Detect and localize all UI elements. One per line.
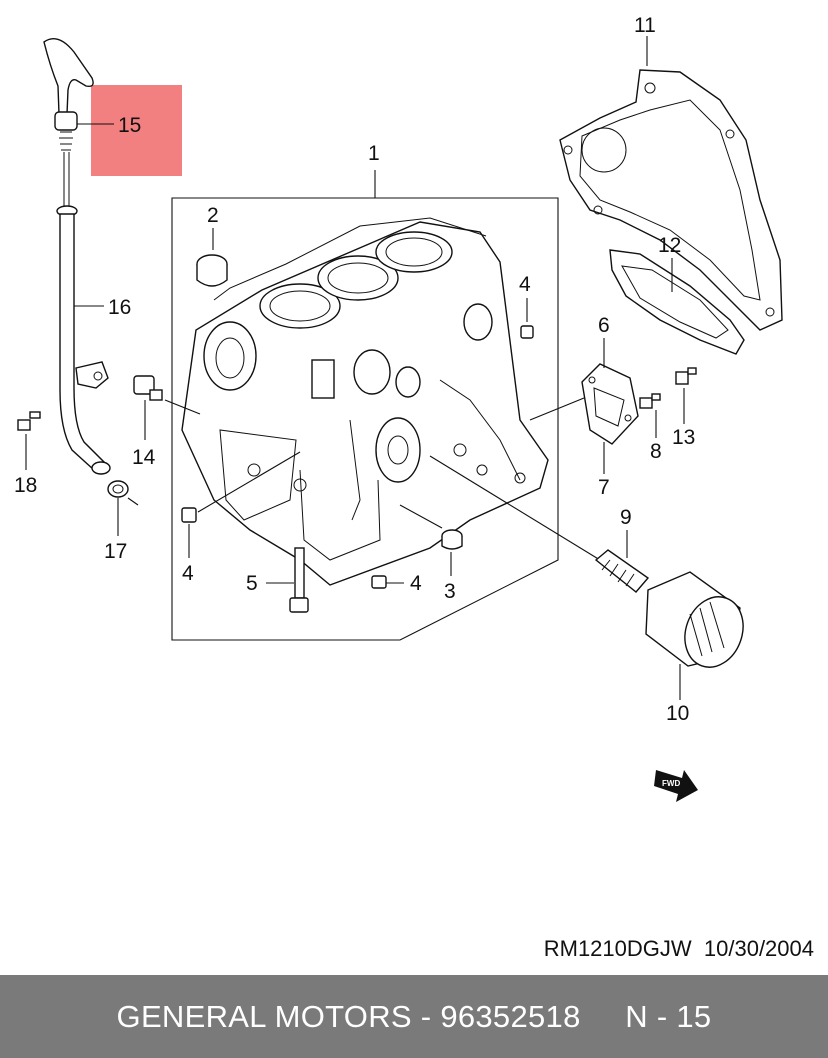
engine-block [181, 217, 549, 586]
gasket-11 [559, 69, 783, 331]
svg-text:FWD: FWD [662, 779, 680, 788]
callout-18: 18 [14, 474, 37, 497]
callout-10: 10 [666, 702, 689, 725]
forward-arrow-icon: FWD [654, 770, 698, 802]
group-bracket-1 [171, 197, 559, 641]
reference-code: RM1210DGJW 10/30/2004 [544, 936, 814, 962]
plug-2 [196, 254, 228, 287]
gasket-12 [609, 249, 745, 355]
callout-5: 5 [246, 572, 258, 595]
footer-gap [581, 999, 626, 1035]
reference-code-id: RM1210DGJW [543, 936, 692, 961]
footer-brand: GENERAL MOTORS [116, 998, 412, 1034]
callout-11: 11 [634, 14, 656, 37]
callout-8: 8 [650, 440, 662, 463]
highlight-box-15 [91, 85, 182, 176]
callout-7: 7 [598, 476, 610, 499]
footer-separator: - [411, 998, 441, 1034]
bolt-13 [675, 367, 697, 385]
stud-bolt-5 [289, 547, 309, 613]
callout-17: 17 [104, 540, 127, 563]
plate-6-7 [581, 363, 639, 445]
oil-filter-10 [645, 571, 744, 668]
callout-3: 3 [444, 580, 456, 603]
reference-date: 10/30/2004 [703, 936, 814, 961]
nipple-9 [594, 549, 650, 593]
callout-14: 14 [132, 446, 156, 469]
callout-4-left: 4 [182, 562, 194, 585]
callout-9: 9 [620, 506, 632, 529]
callout-15: 15 [118, 114, 141, 137]
plug-3 [441, 529, 463, 550]
footer-page-label: N - 15 [625, 998, 712, 1034]
footer-part-number: 96352518 [440, 998, 581, 1034]
callout-2: 2 [207, 204, 219, 227]
callout-16: 16 [108, 296, 131, 319]
bolt-18 [17, 411, 41, 431]
callout-4-top: 4 [519, 273, 531, 296]
callout-12: 12 [658, 234, 681, 257]
callout-1: 1 [368, 142, 380, 165]
sensor-14 [133, 375, 163, 401]
callout-13: 13 [672, 426, 695, 449]
seal-17 [107, 480, 129, 498]
dipstick-assembly [43, 38, 111, 475]
bolt-8 [639, 393, 661, 409]
callout-4-bottom: 4 [410, 572, 422, 595]
callout-6: 6 [598, 314, 610, 337]
footer-bar: GENERAL MOTORS - 96352518 N - 15 [0, 975, 828, 1058]
parts-diagram: FWD 1 2 3 4 4 4 5 6 7 8 9 10 11 12 13 14… [14, 14, 783, 802]
